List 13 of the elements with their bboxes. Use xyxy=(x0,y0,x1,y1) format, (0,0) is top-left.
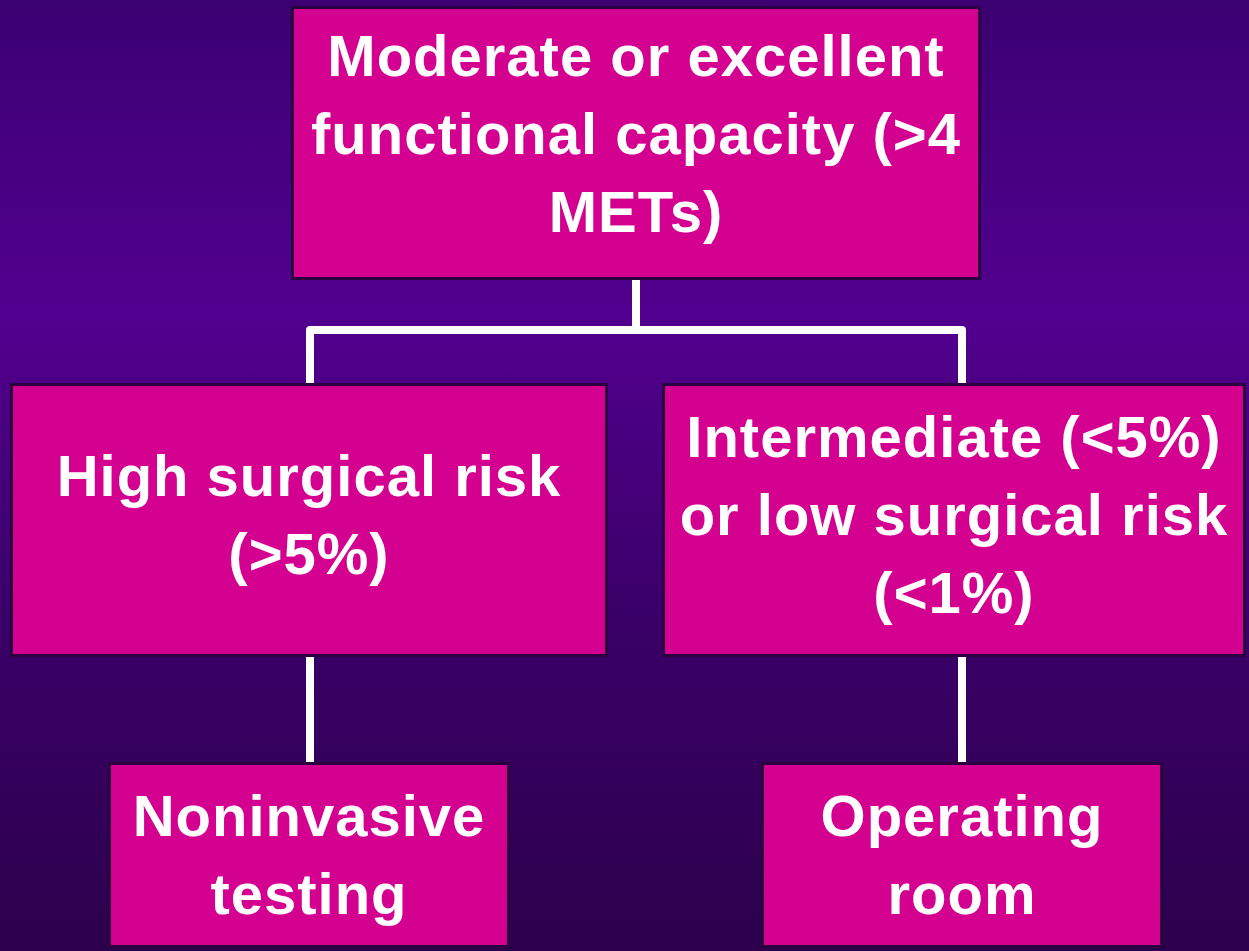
connector-line xyxy=(306,657,314,762)
process-box xyxy=(108,762,510,948)
box-text: Operating room xyxy=(819,782,1105,928)
connector-line xyxy=(632,280,966,383)
box-text: High surgical risk (>5%) xyxy=(55,442,563,588)
process-box xyxy=(291,6,981,280)
connector-line xyxy=(958,657,966,762)
box-text: Intermediate (<5%) or low surgical risk (<1%) xyxy=(678,403,1230,627)
process-box xyxy=(761,762,1163,948)
process-box xyxy=(662,383,1246,657)
box-text: Noninvasive testing xyxy=(131,782,487,928)
box-text: Moderate or excellent functional capacity (>4 METs) xyxy=(310,22,962,246)
process-box xyxy=(10,383,608,657)
